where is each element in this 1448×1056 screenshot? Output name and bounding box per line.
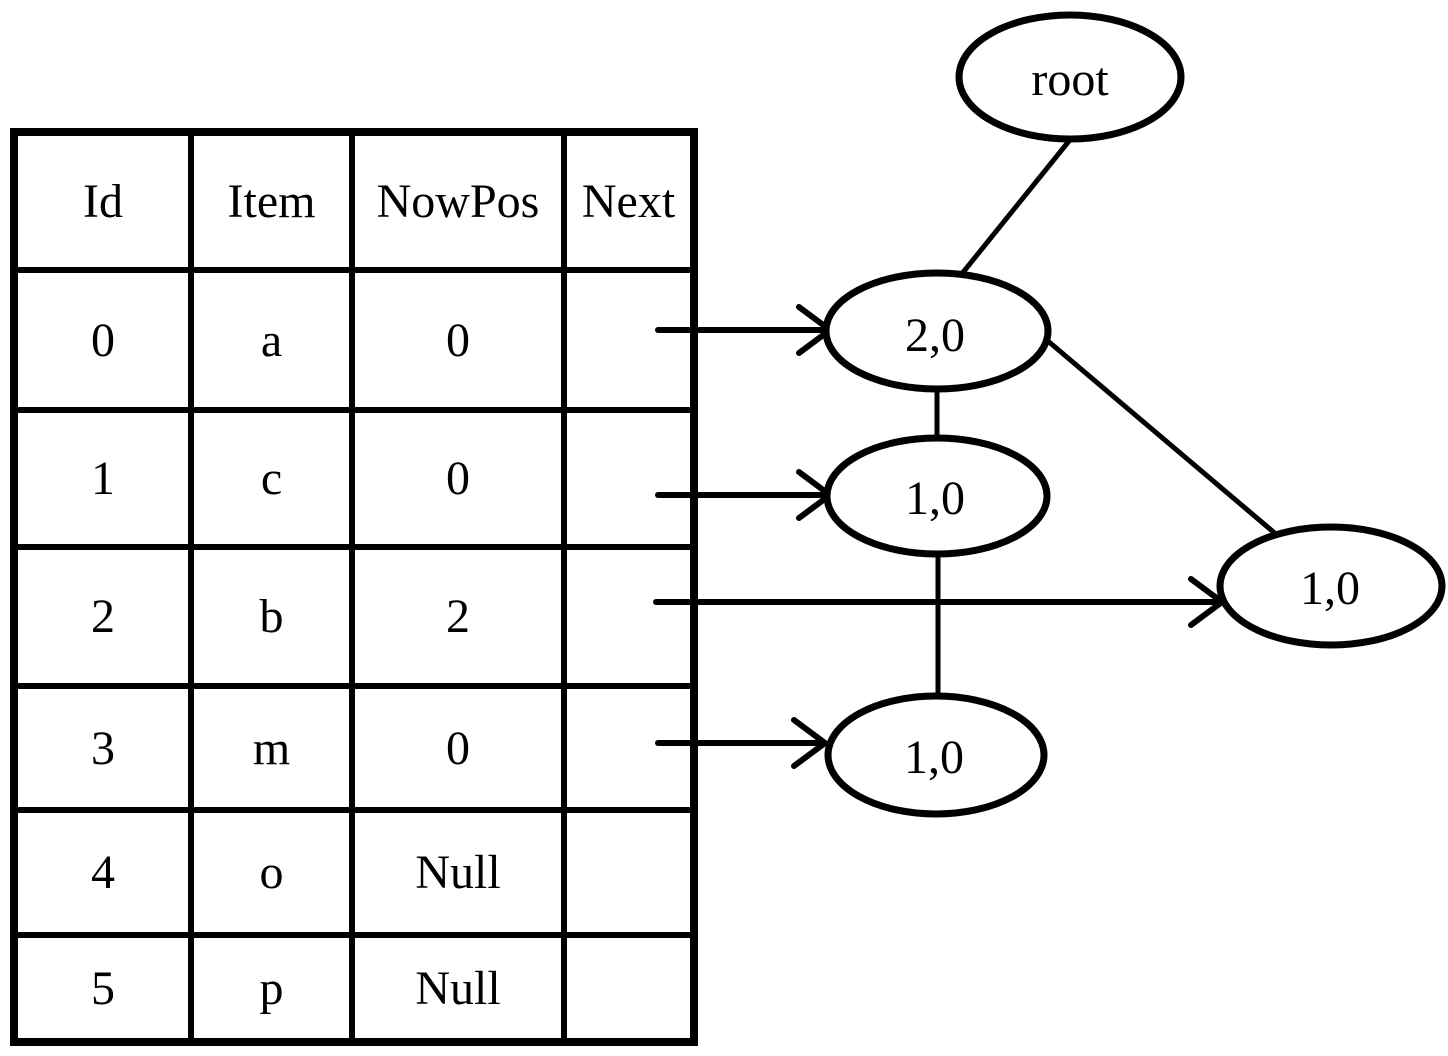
node-root bbox=[955, 11, 1185, 143]
cell-next bbox=[561, 932, 697, 1045]
cell-next bbox=[561, 544, 697, 689]
cell-next bbox=[561, 683, 697, 813]
cell-id: 3 bbox=[11, 683, 194, 813]
cell-item: c bbox=[188, 407, 355, 550]
node-1-0-bottom bbox=[824, 692, 1048, 818]
cell-nowpos: 0 bbox=[349, 683, 567, 813]
cell-nowpos: Null bbox=[349, 932, 567, 1045]
cell-item: m bbox=[188, 683, 355, 813]
node-1-0-mid bbox=[823, 434, 1051, 558]
cell-next bbox=[561, 267, 697, 413]
table-row: 2 b 2 bbox=[11, 544, 697, 689]
linked-list-table: Id Item NowPos Next 0 a 0 1 c 0 2 b 2 bbox=[10, 128, 698, 1046]
cell-id: 0 bbox=[11, 267, 194, 413]
table-row: 1 c 0 bbox=[11, 407, 697, 550]
node-2-0 bbox=[822, 269, 1052, 393]
table-row: 0 a 0 bbox=[11, 267, 697, 413]
arrow-row2-to-node-1-0-right bbox=[653, 576, 1225, 628]
table-row: 4 o Null bbox=[11, 807, 697, 938]
header-id: Id bbox=[11, 129, 194, 273]
cell-item: b bbox=[188, 544, 355, 689]
table-row: 5 p Null bbox=[11, 932, 697, 1045]
cell-nowpos: 2 bbox=[349, 544, 567, 689]
node-1-0-right bbox=[1216, 523, 1446, 649]
cell-item: p bbox=[188, 932, 355, 1045]
cell-nowpos: 0 bbox=[349, 407, 567, 550]
node-1-0-bottom-label: 1,0 bbox=[904, 731, 964, 784]
edge-2-0-to-1-0-right bbox=[1040, 334, 1279, 537]
edge-root-to-2-0 bbox=[950, 139, 1071, 288]
cell-id: 2 bbox=[11, 544, 194, 689]
node-2-0-label: 2,0 bbox=[905, 309, 965, 362]
cell-next bbox=[561, 407, 697, 550]
table-header-row: Id Item NowPos Next bbox=[11, 129, 697, 273]
node-1-0-right-label: 1,0 bbox=[1300, 562, 1360, 615]
cell-item: o bbox=[188, 807, 355, 938]
node-root-label: root bbox=[1031, 53, 1109, 106]
cell-id: 5 bbox=[11, 932, 194, 1045]
node-1-0-mid-label: 1,0 bbox=[905, 472, 965, 525]
header-next: Next bbox=[561, 129, 697, 273]
cell-next bbox=[561, 807, 697, 938]
cell-id: 4 bbox=[11, 807, 194, 938]
cell-nowpos: 0 bbox=[349, 267, 567, 413]
cell-nowpos: Null bbox=[349, 807, 567, 938]
header-item: Item bbox=[188, 129, 355, 273]
table-row: 3 m 0 bbox=[11, 683, 697, 813]
cell-id: 1 bbox=[11, 407, 194, 550]
header-nowpos: NowPos bbox=[349, 129, 567, 273]
cell-item: a bbox=[188, 267, 355, 413]
